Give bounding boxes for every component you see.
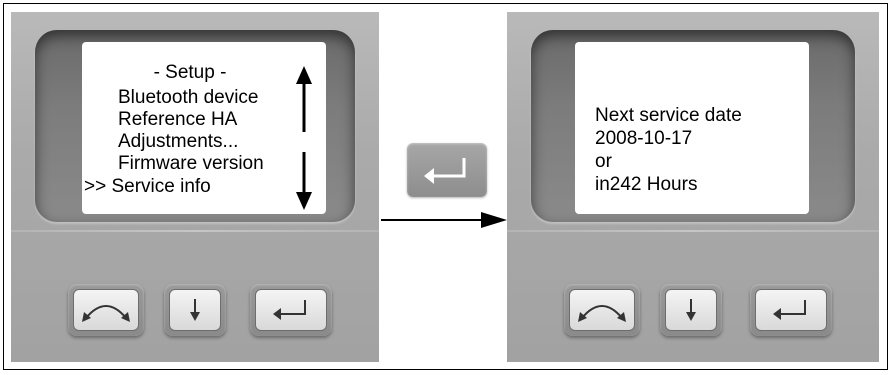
down-button[interactable] — [164, 284, 226, 336]
arrow-right-icon — [381, 212, 507, 228]
menu-item-reference-ha[interactable]: Reference HA — [118, 109, 238, 130]
or-label: or — [595, 151, 612, 172]
enter-key-indicator — [407, 143, 487, 197]
toggle-button[interactable] — [564, 284, 640, 336]
illustration-frame — [3, 3, 888, 370]
display-screen-service-info: Next service date 2008-10-17 or in242 Ho… — [575, 42, 809, 214]
down-button[interactable] — [660, 284, 722, 336]
arrow-up-icon — [296, 66, 312, 132]
arrow-down-icon — [686, 299, 696, 321]
enter-arrow-icon — [273, 300, 306, 320]
service-date-label: Next service date — [595, 105, 742, 126]
arrow-down-icon — [296, 152, 312, 210]
menu-item-service-info-selected[interactable]: >> Service info — [84, 176, 211, 197]
menu-item-firmware-version[interactable]: Firmware version — [118, 153, 264, 174]
curved-double-arrow-icon — [82, 305, 130, 322]
device-left: - Setup - Bluetooth device Reference HA … — [11, 12, 379, 362]
service-hours-value: in242 Hours — [595, 174, 698, 195]
enter-arrow-icon — [773, 300, 806, 320]
enter-button[interactable] — [750, 284, 832, 336]
menu-title: - Setup - — [153, 62, 227, 83]
enter-arrow-icon — [424, 158, 466, 184]
curved-double-arrow-icon — [578, 305, 626, 322]
device-right: Next service date 2008-10-17 or in242 Ho… — [507, 12, 879, 362]
menu-item-adjustments[interactable]: Adjustments... — [118, 131, 239, 152]
enter-button[interactable] — [250, 284, 332, 336]
display-screen-setup-menu: - Setup - Bluetooth device Reference HA … — [82, 42, 326, 214]
service-date-value: 2008-10-17 — [595, 128, 693, 149]
menu-item-bluetooth-device[interactable]: Bluetooth device — [118, 87, 259, 108]
toggle-button[interactable] — [68, 284, 144, 336]
arrow-down-icon — [190, 299, 200, 321]
